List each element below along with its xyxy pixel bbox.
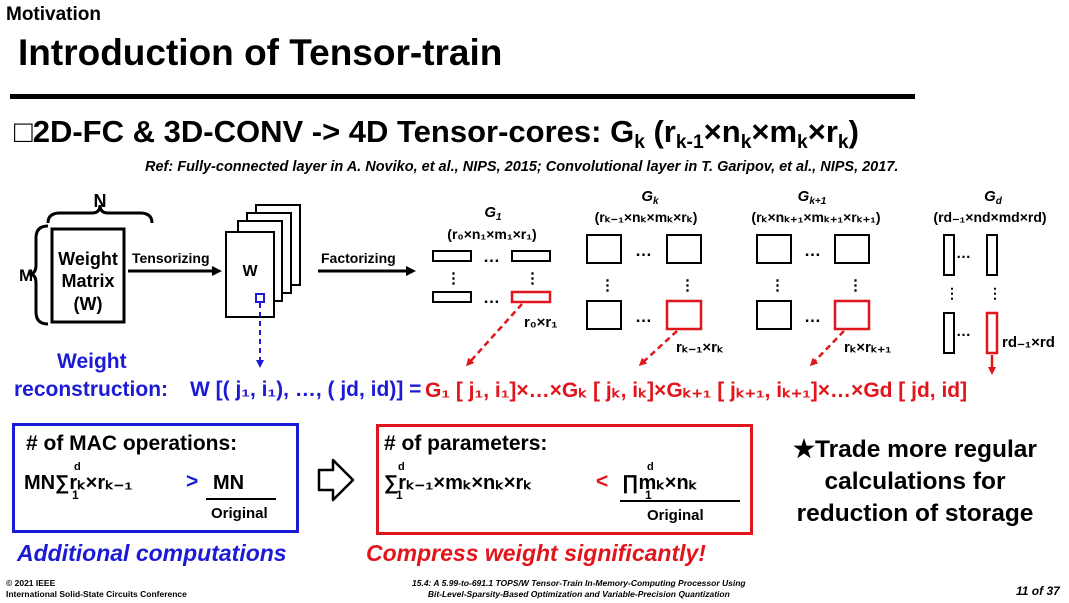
bullet-n: ×n: [703, 114, 741, 149]
svg-text:rd₋₁×rd: rd₋₁×rd: [1002, 334, 1055, 351]
bullet-marker: □: [14, 114, 33, 149]
svg-text:⋮: ⋮: [945, 285, 959, 301]
svg-text:(r₀×n₁×m₁×r₁): (r₀×n₁×m₁×r₁): [447, 226, 536, 242]
bullet-sub-k4: k: [837, 131, 849, 153]
bullet-r: ×r: [807, 114, 838, 149]
svg-text:Gk+1: Gk+1: [798, 188, 827, 207]
reconstruction-rhs: G₁ [ j₁, i₁]×…×Gₖ [ jₖ, iₖ]×Gₖ₊₁ [ jₖ₊₁,…: [425, 379, 968, 402]
param-title: # of parameters:: [384, 432, 548, 455]
tensorizing-label: Tensorizing: [132, 250, 210, 266]
section-label: Motivation: [6, 4, 101, 25]
w-element: [255, 293, 265, 303]
reconstruction-label-2: reconstruction:: [14, 378, 169, 401]
reconstruction-label-1: Weight: [57, 350, 127, 373]
tensor-train-diagram: N M Weight Matrix (W) Tensorizing W Fact…: [19, 188, 1055, 375]
core-gd: Gd (rd₋₁×nd×md×rd) … ⋮ ⋮ … rd₋₁×rd: [933, 188, 1055, 355]
mac-gt: >: [186, 470, 199, 493]
svg-text:⋮: ⋮: [848, 277, 863, 294]
mac-title: # of MAC operations:: [26, 432, 238, 455]
svg-text:⋮: ⋮: [525, 270, 540, 287]
svg-text:…: …: [635, 307, 652, 326]
svg-text:⋮: ⋮: [770, 277, 785, 294]
n-brace: [46, 204, 154, 224]
w-tensor-label: W: [242, 263, 258, 280]
svg-text:r₀×r₁: r₀×r₁: [524, 314, 557, 331]
param-formula: ∑rₖ₋₁×mₖ×nₖ×rₖ: [384, 472, 532, 494]
star-icon: ★: [793, 436, 815, 463]
m-label: M: [19, 266, 33, 285]
param-rhs-rule: [620, 500, 740, 502]
svg-text:⋮: ⋮: [600, 277, 615, 294]
mac-rhs: MN: [213, 472, 245, 494]
svg-text:…: …: [956, 245, 971, 262]
svg-text:Gk: Gk: [641, 188, 659, 207]
param-rhs-label: Original: [647, 507, 704, 524]
w-tensor-front: [225, 231, 275, 318]
reference-line: Ref: Fully-connected layer in A. Noviko,…: [145, 159, 899, 175]
page-title: Introduction of Tensor-train: [18, 32, 503, 73]
footer-left: © 2021 IEEE International Solid-State Ci…: [6, 578, 187, 599]
n-label: N: [94, 191, 107, 211]
mac-formula: MN∑rₖ×rₖ₋₁: [24, 472, 133, 494]
parameters-box: [376, 424, 753, 535]
g1-slice-arrow: [465, 303, 523, 367]
bullet-paren: (r: [644, 114, 676, 149]
factorizing-label: Factorizing: [321, 250, 396, 266]
svg-text:Gd: Gd: [984, 188, 1003, 207]
mac-operations-box: [12, 423, 299, 533]
svg-text:…: …: [804, 241, 821, 260]
hollow-arrow-icon: [317, 458, 355, 502]
svg-text:G1: G1: [484, 204, 502, 223]
core-g1: G1 (r₀×n₁×m₁×r₁) … ⋮ ⋮ … r₀×r₁: [432, 204, 557, 331]
param-rhs-bottom: 1: [645, 488, 652, 502]
mac-caption: Additional computations: [17, 540, 287, 566]
bullet-sub-k2: k: [740, 131, 752, 153]
bullet-line: □2D-FC & 3D-CONV -> 4D Tensor-cores: Gk …: [14, 114, 859, 153]
param-rhs: ∏mₖ×nₖ: [622, 472, 698, 494]
svg-text:⋮: ⋮: [446, 270, 461, 287]
core-gk1: Gk+1 (rₖ×nₖ₊₁×mₖ₊₁×rₖ₊₁) … ⋮ ⋮ … rₖ×rₖ₊₁: [751, 188, 891, 356]
mac-sum-bottom: 1: [72, 488, 79, 502]
param-caption: Compress weight significantly!: [366, 540, 706, 566]
mac-rhs-label: Original: [211, 505, 268, 522]
weight-matrix-line3: (W): [74, 294, 103, 314]
bullet-close: ): [848, 114, 859, 149]
weight-matrix-line2: Matrix: [61, 271, 114, 291]
svg-text:…: …: [483, 247, 500, 266]
weight-matrix-box: [50, 227, 126, 324]
bullet-main: 2D-FC & 3D-CONV -> 4D Tensor-cores: G: [32, 114, 635, 149]
page-number: 11 of 37: [1016, 584, 1060, 598]
svg-text:(rₖ×nₖ₊₁×mₖ₊₁×rₖ₊₁): (rₖ×nₖ₊₁×mₖ₊₁×rₖ₊₁): [751, 209, 880, 225]
param-rhs-top: d: [647, 461, 654, 473]
title-rule: [10, 94, 915, 99]
svg-text:rₖ₋₁×rₖ: rₖ₋₁×rₖ: [676, 339, 724, 356]
param-lt: <: [596, 470, 609, 493]
footer-center: 15.4: A 5.99-to-691.1 TOPS/W Tensor-Trai…: [412, 578, 746, 599]
gk-slice-arrow: [638, 330, 678, 367]
mac-rhs-rule: [206, 498, 276, 500]
param-sum-bottom: 1: [396, 488, 403, 502]
tradeoff-note: ★Trade more regular calculations for red…: [793, 436, 1037, 527]
svg-text:⋮: ⋮: [680, 277, 695, 294]
bullet-sub-km1: k-1: [675, 131, 704, 153]
svg-text:(rd₋₁×nd×md×rd): (rd₋₁×nd×md×rd): [933, 209, 1046, 225]
bullet-sub-k3: k: [797, 131, 808, 153]
svg-text:…: …: [956, 323, 971, 340]
m-brace: [28, 224, 49, 326]
svg-text:⋮: ⋮: [988, 285, 1002, 301]
bullet-sub-k: k: [634, 131, 645, 153]
weight-matrix-line1: Weight: [58, 249, 118, 269]
mac-sum-top: d: [74, 461, 81, 473]
param-sum-top: d: [398, 461, 405, 473]
svg-text:…: …: [804, 307, 821, 326]
core-gk: Gk (rₖ₋₁×nₖ×mₖ×rₖ) … ⋮ ⋮ … rₖ₋₁×rₖ: [586, 188, 724, 356]
svg-text:rₖ×rₖ₊₁: rₖ×rₖ₊₁: [844, 339, 891, 356]
gk1-slice-arrow: [809, 330, 845, 367]
bullet-m: ×m: [751, 114, 798, 149]
svg-text:…: …: [635, 241, 652, 260]
svg-text:(rₖ₋₁×nₖ×mₖ×rₖ): (rₖ₋₁×nₖ×mₖ×rₖ): [595, 209, 698, 225]
reconstruction-lhs: W [( j₁, i₁), …, ( jd, id)] =: [190, 378, 422, 401]
svg-text:…: …: [483, 288, 500, 307]
